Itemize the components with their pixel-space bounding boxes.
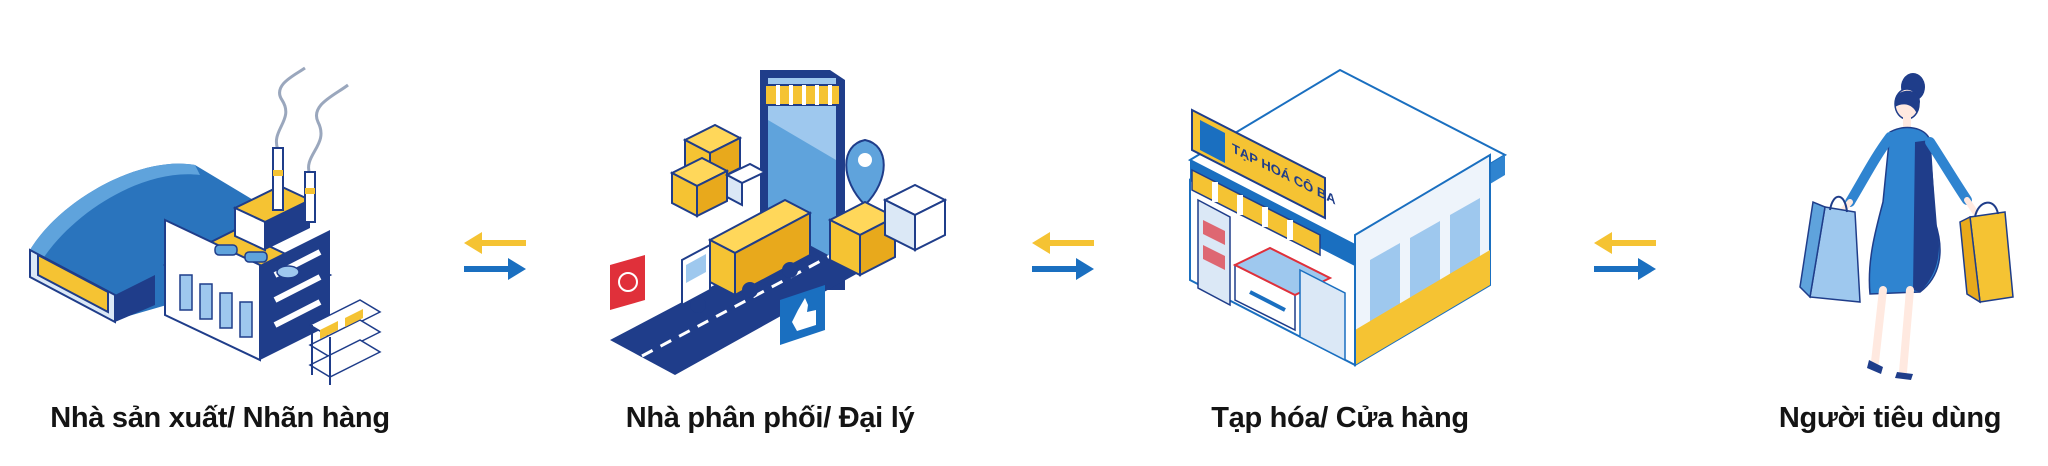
grocery-store-icon: TẠP HOÁ CÔ BA [1187, 68, 1508, 367]
bidirectional-arrows-icon [1032, 232, 1094, 280]
bidirectional-arrows-icon [1594, 232, 1656, 280]
bidirectional-arrows-icon [464, 232, 526, 280]
step-label-consumer: Người tiêu dùng [1778, 402, 2002, 434]
step-label-distributor: Nhà phân phối/ Đại lý [625, 402, 915, 434]
factory-icon [29, 66, 382, 385]
distribution-truck-phone-icon [610, 70, 948, 375]
step-label-store: Tạp hóa/ Cửa hàng [1211, 402, 1469, 434]
shopper-woman-icon [1799, 73, 2014, 380]
step-label-manufacturer: Nhà sản xuất/ Nhãn hàng [50, 402, 390, 434]
